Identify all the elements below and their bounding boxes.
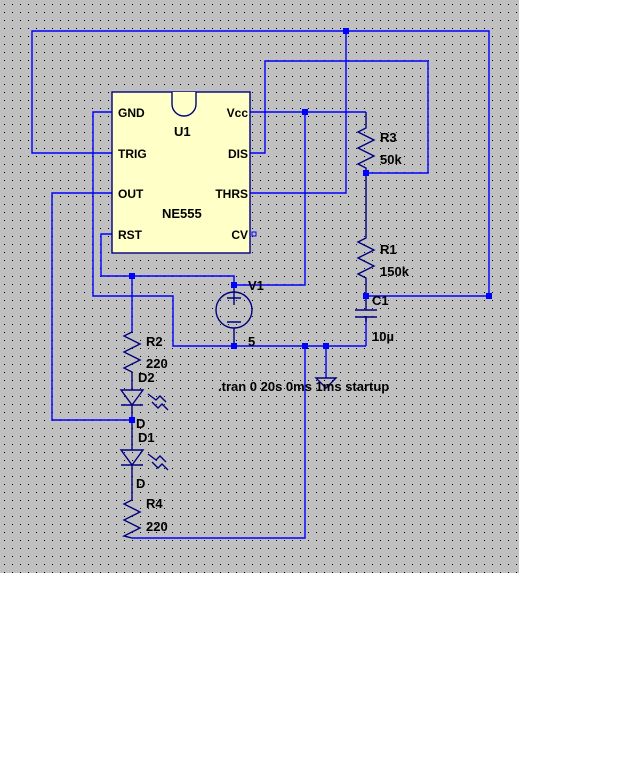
v1-ref-label: V1 bbox=[248, 278, 264, 293]
junction-dot bbox=[323, 343, 329, 349]
ic-ref-label: U1 bbox=[174, 124, 191, 139]
r4-ref-label: R4 bbox=[146, 496, 163, 511]
pin-out-label: OUT bbox=[118, 187, 144, 201]
led-d1[interactable] bbox=[119, 420, 169, 496]
capacitor-icon bbox=[355, 296, 377, 322]
c1-value-label: 10µ bbox=[372, 329, 394, 344]
pin-trig-label: TRIG bbox=[118, 147, 147, 161]
ground-symbol bbox=[314, 377, 338, 389]
pin-rst-label: RST bbox=[118, 228, 143, 242]
resistor-icon bbox=[121, 496, 142, 539]
c1-ref-label: C1 bbox=[372, 293, 389, 308]
r4-value-label: 220 bbox=[146, 519, 168, 534]
resistor-r1[interactable] bbox=[356, 173, 376, 296]
led-icon bbox=[119, 449, 145, 496]
canvas-grid bbox=[0, 0, 519, 573]
r3-value-label: 50k bbox=[380, 152, 402, 167]
junction-dot bbox=[302, 343, 308, 349]
pin-dis-label: DIS bbox=[228, 147, 248, 161]
r1-value-label: 150k bbox=[380, 264, 410, 279]
led-emission-arrows bbox=[147, 453, 169, 471]
v1-value-label: 5 bbox=[248, 334, 255, 349]
d1-ref-label: D1 bbox=[138, 430, 155, 445]
pin-cv-label: CV bbox=[231, 228, 248, 242]
junction-dot bbox=[129, 417, 135, 423]
pin-cv-open-marker bbox=[251, 231, 257, 237]
junction-dot bbox=[343, 28, 349, 34]
ic-ne555[interactable]: U1 NE555 GND TRIG OUT RST Vcc DIS THRS C… bbox=[111, 91, 257, 254]
wire-dis-loop bbox=[250, 60, 429, 174]
resistor-r2[interactable] bbox=[122, 331, 142, 390]
r3-ref-label: R3 bbox=[380, 130, 397, 145]
junction-dots bbox=[129, 28, 492, 423]
junction-dot bbox=[231, 343, 237, 349]
wire-vcc-down bbox=[234, 112, 306, 286]
ic-part-label: NE555 bbox=[162, 206, 202, 221]
wire-gnd bbox=[92, 111, 234, 347]
wires bbox=[31, 30, 490, 539]
d2-ref-label: D2 bbox=[138, 370, 155, 385]
pin-vcc-label: Vcc bbox=[227, 106, 249, 120]
d2-value-label: D bbox=[136, 416, 145, 431]
wire-r4-return bbox=[132, 346, 306, 539]
wire-trig-loop bbox=[31, 30, 490, 296]
wire-out bbox=[51, 192, 132, 421]
resistor-r4[interactable] bbox=[121, 496, 142, 539]
junction-dot bbox=[231, 282, 237, 288]
junction-dot bbox=[486, 293, 492, 299]
resistor-icon bbox=[356, 112, 376, 173]
wire-thrs bbox=[250, 31, 347, 194]
pin-gnd-label: GND bbox=[118, 106, 145, 120]
capacitor-c1[interactable] bbox=[355, 296, 377, 322]
d1-value-label: D bbox=[136, 476, 145, 491]
pin-thrs-label: THRS bbox=[215, 187, 248, 201]
resistor-icon bbox=[356, 173, 376, 296]
junction-dot bbox=[363, 293, 369, 299]
resistor-icon bbox=[122, 331, 142, 390]
spice-directive[interactable]: .tran 0 20s 0ms 1ms startup bbox=[218, 379, 389, 394]
ic-body bbox=[111, 91, 251, 254]
r1-ref-label: R1 bbox=[380, 242, 397, 257]
ic-notch bbox=[171, 92, 197, 117]
wire-rst bbox=[100, 233, 235, 285]
resistor-r3[interactable] bbox=[356, 112, 376, 173]
junction-dot bbox=[302, 109, 308, 115]
junction-dot bbox=[363, 170, 369, 176]
r2-ref-label: R2 bbox=[146, 334, 163, 349]
ground-symbol-icon bbox=[314, 377, 338, 389]
led-emission-arrows bbox=[147, 393, 169, 411]
r2-value-label: 220 bbox=[146, 356, 168, 371]
junction-dot bbox=[129, 273, 135, 279]
